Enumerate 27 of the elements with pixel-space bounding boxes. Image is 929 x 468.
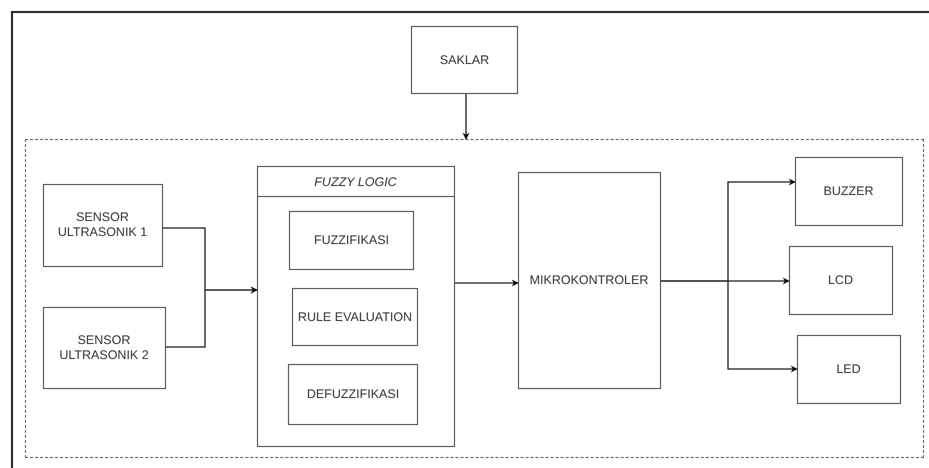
block-box	[42, 306, 166, 388]
block-box	[411, 26, 518, 94]
block-label: SAKLAR	[438, 52, 490, 68]
block-box	[292, 288, 418, 346]
block-label: SENSOR ULTRASONIK 1	[56, 210, 148, 240]
block-label: SENSOR ULTRASONIK 2	[58, 332, 150, 362]
block-label: RULE EVALUATION	[296, 310, 414, 324]
block-label: LED	[835, 362, 862, 376]
block-label: DEFUZZIFIKASI	[306, 387, 400, 402]
fuzzy-logic-panel	[256, 166, 454, 446]
arrow	[166, 286, 258, 348]
block-label: BUZZER	[822, 184, 874, 198]
block-box	[42, 184, 162, 266]
block-box	[794, 156, 902, 226]
panel-heading: FUZZY LOGIC	[314, 174, 397, 188]
block-box	[796, 334, 900, 404]
arrow	[462, 94, 470, 140]
block-label: MIKROKONTROLER	[528, 272, 650, 288]
block-box	[289, 211, 414, 270]
block-box	[788, 246, 892, 314]
block-label: FUZZIFIKASI	[313, 233, 390, 248]
arrow	[661, 280, 798, 372]
arrow	[455, 280, 519, 286]
block-box	[518, 172, 660, 388]
block-label: LCD	[826, 272, 854, 288]
dashed-container	[25, 139, 924, 458]
block-box	[288, 364, 418, 425]
